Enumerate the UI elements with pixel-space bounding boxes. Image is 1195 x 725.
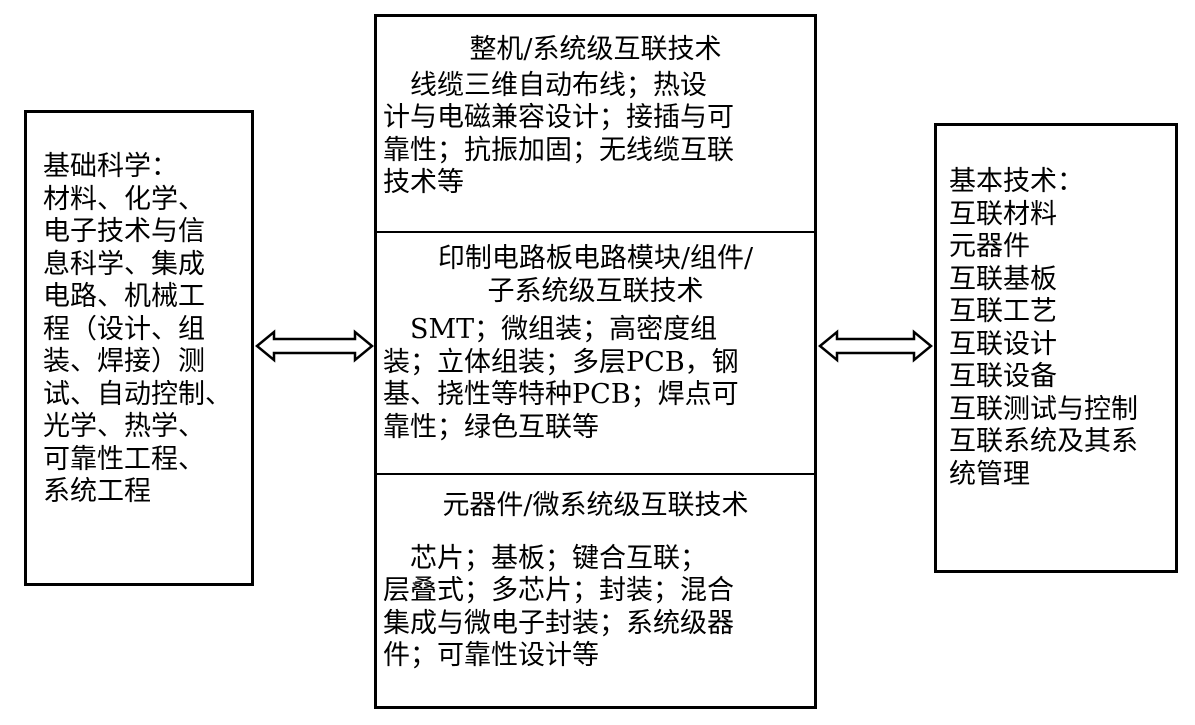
basic-science-box: 基础科学： 材料、化学、 电子技术与信 息科学、集成 电路、机械工 程（设计、组… <box>24 110 254 586</box>
component-level-body: 芯片；基板；键合互联； 层叠式；多芯片；封装；混合 集成与微电子封装；系统级器 … <box>383 542 734 672</box>
left-double-arrow-icon <box>255 329 374 363</box>
interconnect-levels-box: 整机/系统级互联技术 线缆三维自动布线；热设 计与电磁兼容设计；接插与可 靠性；… <box>374 14 817 709</box>
right-double-arrow-icon <box>818 329 933 363</box>
system-level-body: 线缆三维自动布线；热设 计与电磁兼容设计；接插与可 靠性；抗振加固；无线缆互联 … <box>383 69 734 199</box>
system-level-section: 整机/系统级互联技术 线缆三维自动布线；热设 计与电磁兼容设计；接插与可 靠性；… <box>377 17 814 233</box>
system-level-title: 整机/系统级互联技术 <box>469 34 722 65</box>
pcb-module-level-title: 印制电路板电路模块/组件/ 子系统级互联技术 <box>437 243 754 307</box>
basic-technology-box: 基本技术： 互联材料 元器件 互联基板 互联工艺 互联设计 互联设备 互联测试与… <box>934 123 1178 573</box>
component-level-title: 元器件/微系统级互联技术 <box>442 490 749 521</box>
basic-technology-text: 基本技术： 互联材料 元器件 互联基板 互联工艺 互联设计 互联设备 互联测试与… <box>949 166 1138 490</box>
basic-science-text: 基础科学： 材料、化学、 电子技术与信 息科学、集成 电路、机械工 程（设计、组… <box>43 151 232 507</box>
pcb-module-level-body: SMT；微组装；高密度组 装；立体组装；多层PCB，钢 基、挠性等特种PCB；焊… <box>383 314 739 443</box>
component-level-section: 元器件/微系统级互联技术 芯片；基板；键合互联； 层叠式；多芯片；封装；混合 集… <box>377 475 814 706</box>
pcb-module-level-section: 印制电路板电路模块/组件/ 子系统级互联技术 SMT；微组装；高密度组 装；立体… <box>377 233 814 475</box>
